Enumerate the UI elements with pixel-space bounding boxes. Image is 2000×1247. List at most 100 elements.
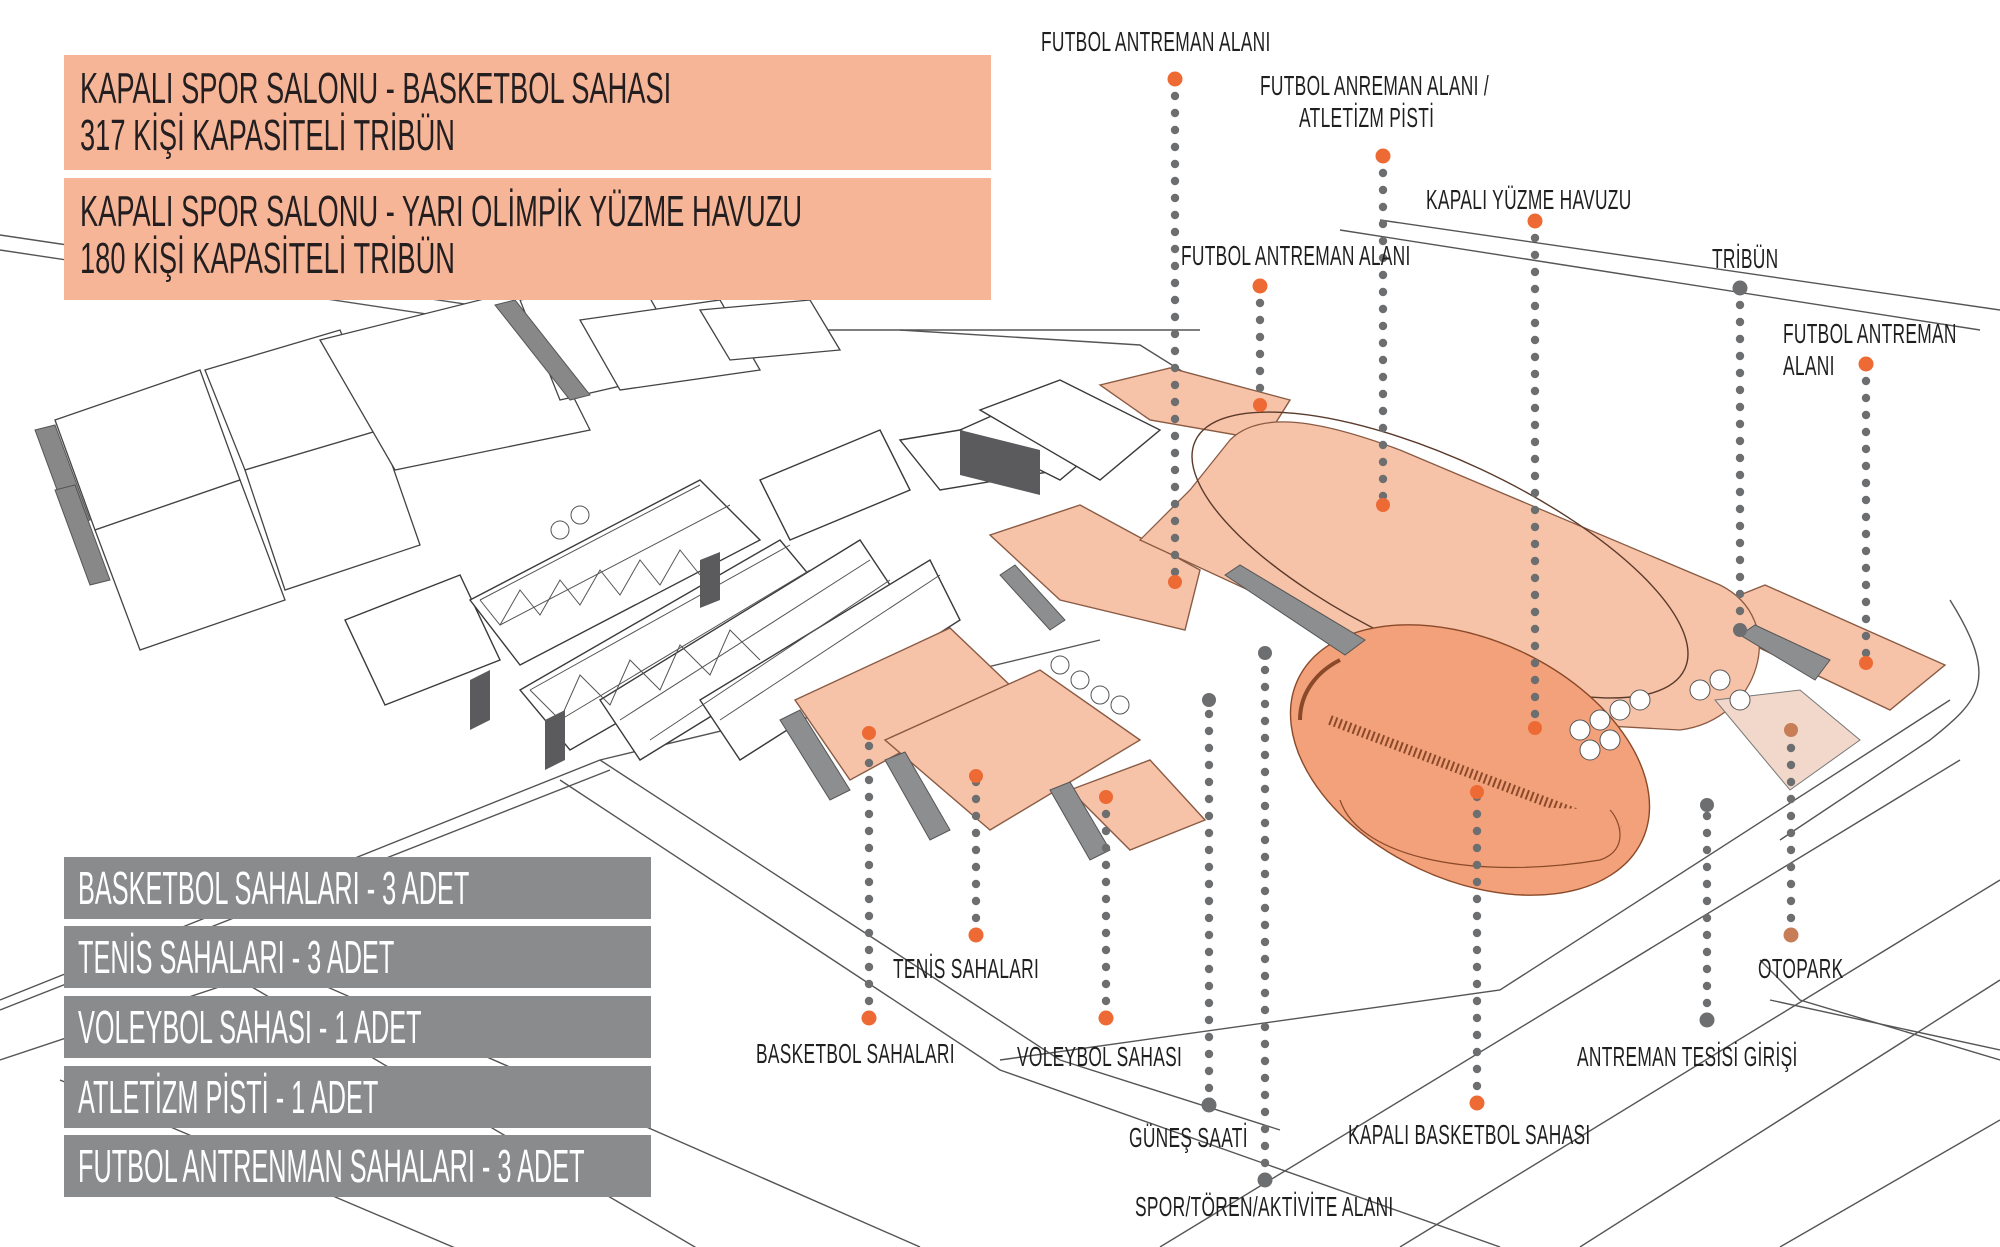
leader-dot [1530, 607, 1540, 617]
callout-marker-otopark [1783, 927, 1799, 943]
leader-dot [971, 828, 981, 838]
callout-label-antreman-tesisi-girisi: ANTREMAN TESİSİ GİRİŞİ [1577, 1041, 1798, 1072]
leader-dot [1378, 253, 1388, 263]
callout-label-kapali-yuzme-havuzu: KAPALI YÜZME HAVUZU [1426, 184, 1632, 215]
leader-dot [1530, 437, 1540, 447]
leader-dot [864, 809, 874, 819]
leader-dot [1702, 862, 1712, 872]
banner-indoor-pool: KAPALI SPOR SALONU - YARI OLİMPİK YÜZME … [64, 178, 991, 300]
leader-dot [1204, 1083, 1214, 1093]
leader-dot [1786, 811, 1796, 821]
leader-dot [1735, 385, 1745, 395]
leader-dot [1255, 349, 1265, 359]
leader-dot [1170, 193, 1180, 203]
leader-dot [1786, 777, 1796, 787]
leader-dot [1378, 287, 1388, 297]
leader-dot [864, 996, 874, 1006]
leader-dot [1378, 185, 1388, 195]
leader-dot [1530, 284, 1540, 294]
leader-dot [1378, 457, 1388, 467]
leader-dot [1378, 491, 1388, 501]
leader-dot [1530, 641, 1540, 651]
leader-dot [864, 945, 874, 955]
leader-dot [1735, 351, 1745, 361]
leader-dot [1260, 903, 1270, 913]
leader-dot [1735, 368, 1745, 378]
leader-dot [1204, 930, 1214, 940]
callout-leader-lines [861, 71, 1874, 1188]
leader-dot [1170, 550, 1180, 560]
leader-dot [1530, 403, 1540, 413]
plan-marker-voleybol-sahasi [1099, 790, 1113, 804]
leader-dot [1170, 414, 1180, 424]
leader-dot [1204, 760, 1214, 770]
leader-dot [1530, 233, 1540, 243]
leader-dot [1530, 318, 1540, 328]
leader-dot [1786, 760, 1796, 770]
leader-dot [1260, 886, 1270, 896]
leader-dot [1260, 682, 1270, 692]
leader-dot [1378, 406, 1388, 416]
leader-dot [1260, 988, 1270, 998]
plan-marker-kapali-basketbol-sahasi [1470, 785, 1484, 799]
plan-marker-tenis-sahalari [969, 769, 983, 783]
leader-dot [1472, 809, 1482, 819]
leader-dot [1204, 879, 1214, 889]
leader-dot [1101, 826, 1111, 836]
leader-dot [1170, 125, 1180, 135]
leader-dot [1861, 461, 1871, 471]
leader-dot [1378, 338, 1388, 348]
callout-marker-futbol-antreman-alani-2 [1252, 278, 1268, 294]
plan-marker-otopark [1784, 723, 1798, 737]
leader-dot [1472, 877, 1482, 887]
indoor-gym-building [1289, 624, 1651, 896]
leader-dot [1204, 1066, 1214, 1076]
leader-dot [1170, 431, 1180, 441]
leader-dot [1786, 913, 1796, 923]
leader-dot [1702, 930, 1712, 940]
leader-dot [1530, 267, 1540, 277]
callout-marker-futbol-antreman-alani-3 [1858, 356, 1874, 372]
callout-marker-tribun [1732, 280, 1748, 296]
leader-dot [1861, 563, 1871, 573]
leader-dot [1260, 1056, 1270, 1066]
leader-dot [1530, 335, 1540, 345]
plan-marker-futbol-antreman-alani-2 [1253, 398, 1267, 412]
stat-label: ATLETİZM PİSTİ - 1 ADET [78, 1071, 379, 1123]
leader-dot [1702, 964, 1712, 974]
leader-dot [1735, 572, 1745, 582]
leader-dot [1861, 410, 1871, 420]
leader-dot [1786, 862, 1796, 872]
leader-dot [1260, 750, 1270, 760]
leader-dot [1472, 1030, 1482, 1040]
leader-dot [1260, 1073, 1270, 1083]
leader-dot [1861, 376, 1871, 386]
callout-marker-kapali-yuzme-havuzu [1527, 213, 1543, 229]
plan-marker-futbol-antreman-alani-3 [1859, 656, 1873, 670]
leader-dot [1101, 962, 1111, 972]
leader-dot [1378, 423, 1388, 433]
leader-dot [1170, 295, 1180, 305]
leader-dot [1378, 440, 1388, 450]
leader-dot [1861, 478, 1871, 488]
leader-dot [1204, 777, 1214, 787]
leader-dot [864, 826, 874, 836]
banner-title: KAPALI SPOR SALONU - YARI OLİMPİK YÜZME … [80, 187, 803, 236]
leader-dot [1204, 964, 1214, 974]
leader-dot [1861, 614, 1871, 624]
leader-dot [1260, 937, 1270, 947]
leader-dot [864, 911, 874, 921]
leader-dot [1170, 346, 1180, 356]
leader-dot [1101, 843, 1111, 853]
leader-dot [1735, 538, 1745, 548]
truss-roof-lines [479, 484, 941, 741]
leader-dot [1530, 488, 1540, 498]
leader-dot [1735, 402, 1745, 412]
leader-dot [1255, 315, 1265, 325]
left-grandstands [34, 299, 591, 586]
leader-dot [1204, 709, 1214, 719]
leader-dot [1378, 474, 1388, 484]
leader-dot [1861, 631, 1871, 641]
leader-dot [1170, 533, 1180, 543]
leader-dot [1472, 1064, 1482, 1074]
